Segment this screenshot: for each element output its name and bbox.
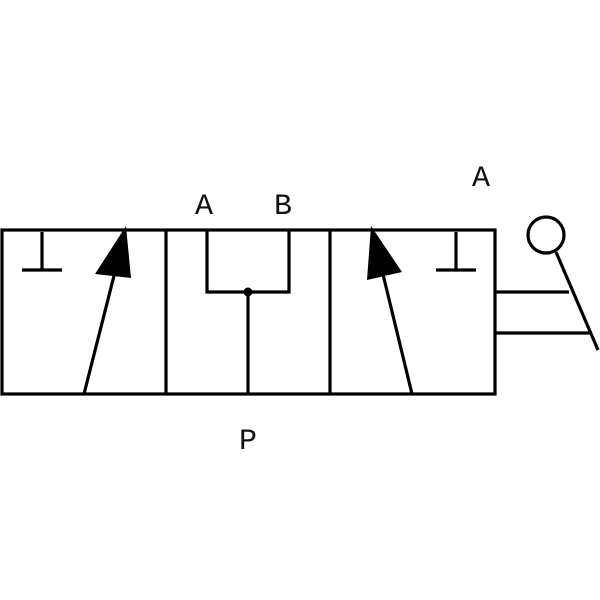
blocked-port-symbol-left xyxy=(22,232,62,272)
blocked-port-symbol-right xyxy=(436,232,476,272)
port-labels: A B P A xyxy=(195,162,490,459)
left-section xyxy=(22,226,131,395)
actuator-lever xyxy=(554,251,600,351)
roller-icon xyxy=(526,215,566,255)
flow-arrow-right xyxy=(367,226,414,395)
port-label-a: A xyxy=(195,190,213,224)
center-section xyxy=(205,230,291,394)
port-label-p: P xyxy=(239,425,257,459)
right-section xyxy=(367,226,476,395)
roller-lever-actuator xyxy=(495,215,600,351)
actuator-label-a: A xyxy=(472,162,490,196)
center-connection-lines xyxy=(205,230,291,294)
flow-arrow-left xyxy=(82,226,131,395)
port-label-b: B xyxy=(274,190,292,224)
junction-dot xyxy=(243,287,253,297)
